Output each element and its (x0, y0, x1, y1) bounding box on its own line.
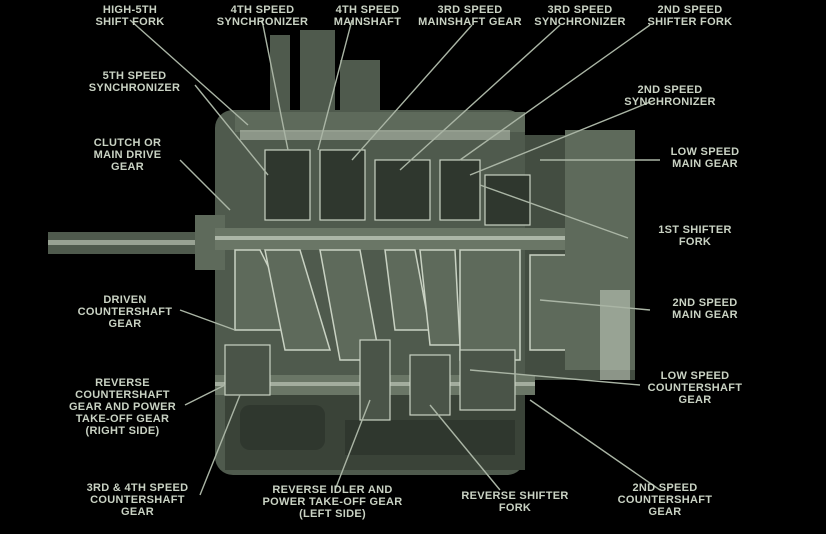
label-third-mainshaft-gear: 3RD SPEED MAINSHAFT GEAR (418, 4, 522, 28)
label-fourth-mainshaft: 4TH SPEED MAINSHAFT (333, 4, 402, 28)
synchronizers (264, 149, 531, 226)
label-driven-countershaft-gear: DRIVEN COUNTERSHAFT GEAR (77, 294, 173, 330)
label-reverse-idler-gear: REVERSE IDLER AND POWER TAKE-OFF GEAR (L… (262, 484, 403, 520)
label-reverse-countershaft-gear: REVERSE COUNTERSHAFT GEAR AND POWER TAKE… (68, 377, 177, 437)
label-second-countershaft-gear: 2ND SPEED COUNTERSHAFT GEAR (617, 482, 713, 518)
label-fourth-synchronizer: 4TH SPEED SYNCHRONIZER (216, 4, 309, 28)
label-low-main-gear: LOW SPEED MAIN GEAR (670, 146, 740, 170)
shifter-cover (235, 30, 525, 140)
label-reverse-shifter-fork: REVERSE SHIFTER FORK (461, 490, 569, 514)
label-second-shifter-fork: 2ND SPEED SHIFTER FORK (647, 4, 733, 28)
label-clutch-drive-gear: CLUTCH OR MAIN DRIVE GEAR (93, 137, 162, 173)
label-high-fifth-shift-fork: HIGH-5TH SHIFT FORK (95, 4, 165, 28)
label-first-shifter-fork: 1ST SHIFTER FORK (658, 224, 732, 248)
mainshaft (215, 228, 635, 250)
leader-lines (129, 19, 661, 496)
label-second-main-gear: 2ND SPEED MAIN GEAR (672, 297, 738, 321)
label-second-synchronizer: 2ND SPEED SYNCHRONIZER (624, 84, 716, 108)
rear-extension (565, 130, 635, 380)
label-third-synchronizer: 3RD SPEED SYNCHRONIZER (534, 4, 626, 28)
label-third-fourth-countershaft-gear: 3RD & 4TH SPEED COUNTERSHAFT GEAR (86, 482, 189, 518)
countershaft-gears (224, 339, 516, 421)
label-fifth-synchronizer: 5TH SPEED SYNCHRONIZER (88, 70, 181, 94)
input-shaft (48, 215, 225, 270)
label-low-countershaft-gear: LOW SPEED COUNTERSHAFT GEAR (647, 370, 743, 406)
